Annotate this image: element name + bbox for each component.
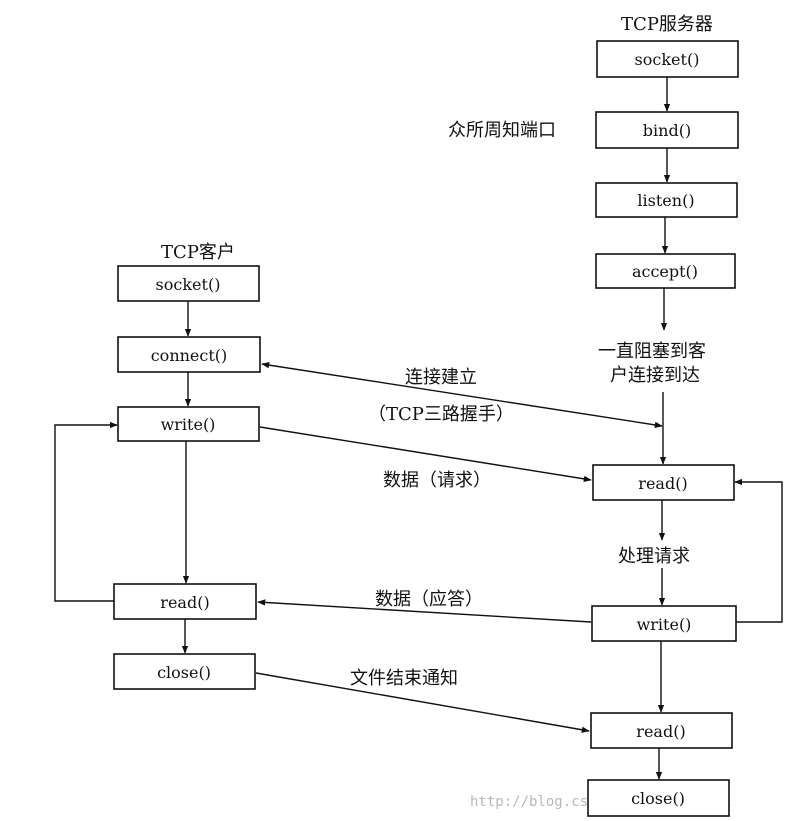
- server-bind-box: bind(): [595, 111, 739, 149]
- server-listen-rect: [595, 182, 738, 218]
- client-write-rect: [117, 406, 260, 442]
- client-read-rect: [113, 583, 257, 620]
- server-read2-label: read(): [636, 722, 685, 741]
- server-read-label: read(): [638, 474, 687, 493]
- server-listen-box: listen(): [595, 182, 738, 218]
- client-connect-rect: [117, 336, 261, 373]
- arrow-server-loop: [734, 478, 783, 623]
- client-title: TCP客户: [161, 242, 235, 263]
- server-write-rect: [591, 605, 737, 642]
- server-socket-box: socket(): [596, 40, 739, 78]
- client-socket-label: socket(): [156, 275, 221, 294]
- server-close-rect: [587, 779, 730, 817]
- arrow-connection-setup: [261, 361, 663, 429]
- arrow-reply: [257, 599, 592, 623]
- server-socket-label: socket(): [635, 50, 700, 69]
- client-close-box: close(): [113, 653, 256, 690]
- request-label: 数据（请求）: [383, 470, 491, 491]
- server-write-box: write(): [591, 605, 737, 642]
- server-bind-rect: [595, 111, 739, 149]
- client-socket-rect: [117, 265, 260, 302]
- server-write-label: write(): [637, 615, 692, 634]
- arrow-request: [259, 426, 592, 483]
- server-close-box: close(): [587, 779, 730, 817]
- arrow-client-loop: [54, 421, 118, 602]
- block-note-line1: 一直阻塞到客: [598, 341, 706, 362]
- handshake-label: （TCP三路握手）: [368, 404, 514, 425]
- server-accept-rect: [595, 253, 736, 289]
- server-accept-label: accept(): [632, 262, 698, 281]
- client-connect-label: connect(): [151, 346, 228, 365]
- block-note-line2: 户连接到达: [610, 365, 700, 386]
- server-bind-label: bind(): [643, 121, 691, 140]
- connection-setup-label: 连接建立: [405, 367, 477, 388]
- server-listen-label: listen(): [637, 191, 694, 210]
- eof-label: 文件结束通知: [350, 668, 458, 689]
- client-close-rect: [113, 653, 256, 690]
- client-connect-box: connect(): [117, 336, 261, 373]
- client-socket-box: socket(): [117, 265, 260, 302]
- server-read-rect: [592, 464, 735, 501]
- arrow-eof: [255, 672, 590, 733]
- client-close-label: close(): [157, 663, 211, 682]
- reply-label: 数据（应答）: [375, 589, 483, 610]
- server-read2-rect: [590, 712, 733, 749]
- server-title: TCP服务器: [621, 14, 713, 35]
- server-close-label: close(): [631, 789, 685, 808]
- server-read2-box: read(): [590, 712, 733, 749]
- client-read-label: read(): [160, 593, 209, 612]
- process-note: 处理请求: [618, 546, 690, 567]
- server-read-box: read(): [592, 464, 735, 501]
- server-accept-box: accept(): [595, 253, 736, 289]
- server-socket-rect: [596, 40, 739, 78]
- client-read-box: read(): [113, 583, 257, 620]
- client-write-label: write(): [161, 415, 216, 434]
- client-write-box: write(): [117, 406, 260, 442]
- bind-note: 众所周知端口: [448, 120, 556, 141]
